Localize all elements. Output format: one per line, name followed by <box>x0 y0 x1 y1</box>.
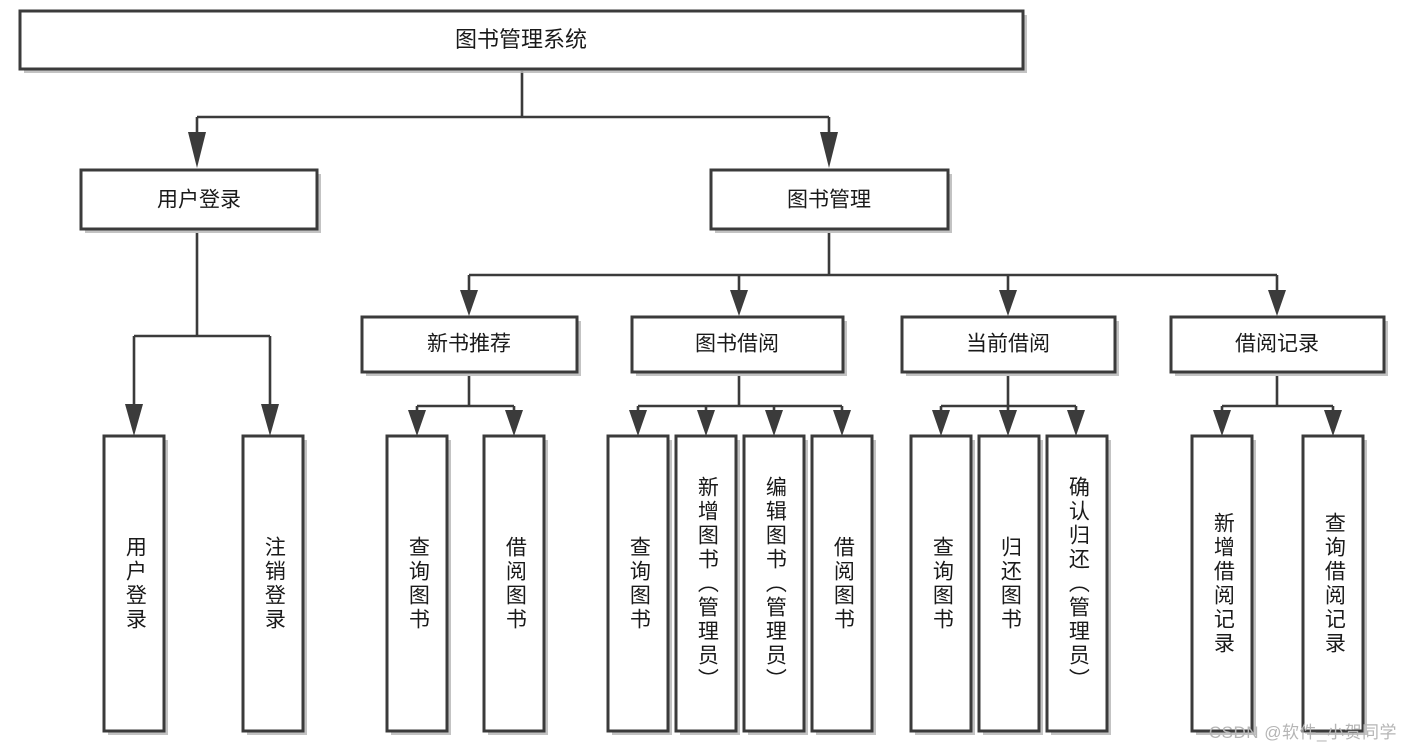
node-box-leaf-recommend-2[interactable] <box>482 434 546 733</box>
label-current-borrow: 当前借阅 <box>966 333 1050 356</box>
arrowhead-record-leaf-2 <box>1324 410 1342 436</box>
arrowhead-borrow-leaf-1 <box>629 410 647 436</box>
node-box-leaf-record-2[interactable] <box>1301 434 1365 733</box>
arrowhead-current-borrow <box>999 290 1017 316</box>
arrowhead-book-borrow <box>730 290 748 316</box>
node-box-new-book-recommend[interactable] <box>360 315 579 374</box>
node-box-leaf-current-3[interactable] <box>1045 434 1109 733</box>
node-box-leaf-borrow-4[interactable] <box>810 434 874 733</box>
node-box-leaf-record-1[interactable] <box>1190 434 1254 733</box>
arrowhead-current-leaf-1 <box>932 410 950 436</box>
watermark-text: CSDN @软件_小贺同学 <box>1208 723 1397 742</box>
node-box-leaf-user-login[interactable] <box>102 434 166 733</box>
arrowhead-borrow-leaf-4 <box>833 410 851 436</box>
node-box-user-login[interactable] <box>79 168 319 231</box>
arrowhead-leaf-logout <box>261 404 279 436</box>
node-boxes <box>18 9 1388 735</box>
label-root: 图书管理系统 <box>455 27 587 52</box>
node-box-leaf-logout[interactable] <box>241 434 305 733</box>
arrowhead-borrow-record <box>1268 290 1286 316</box>
arrowhead-new-book-recommend <box>460 290 478 316</box>
node-box-book-manage[interactable] <box>709 168 950 231</box>
label-book-manage: 图书管理 <box>787 189 871 212</box>
arrowhead-leaf-user-login <box>125 404 143 436</box>
node-box-leaf-current-2[interactable] <box>977 434 1041 733</box>
node-box-leaf-recommend-1[interactable] <box>385 434 449 733</box>
label-book-borrow: 图书借阅 <box>695 333 779 356</box>
arrowhead-current-leaf-2 <box>999 410 1017 436</box>
arrowhead-record-leaf-1 <box>1213 410 1231 436</box>
node-labels-horizontal: 图书管理系统 用户登录 图书管理 新书推荐 图书借阅 当前借阅 借阅记录 <box>157 27 1319 356</box>
node-box-leaf-borrow-3[interactable] <box>742 434 806 733</box>
label-user-login: 用户登录 <box>157 189 241 212</box>
arrowhead-recommend-leaf-1 <box>408 410 426 436</box>
arrowhead-recommend-leaf-2 <box>505 410 523 436</box>
arrowhead-borrow-leaf-3 <box>765 410 783 436</box>
node-box-leaf-current-1[interactable] <box>909 434 973 733</box>
node-box-leaf-borrow-1[interactable] <box>606 434 670 733</box>
node-box-leaf-borrow-2[interactable] <box>674 434 738 733</box>
arrowhead-user-login <box>188 132 206 168</box>
label-borrow-record: 借阅记录 <box>1235 333 1319 356</box>
node-box-borrow-record[interactable] <box>1169 315 1386 374</box>
label-new-book-recommend: 新书推荐 <box>427 333 511 356</box>
node-box-book-borrow[interactable] <box>630 315 845 374</box>
arrowhead-book-manage <box>820 132 838 168</box>
arrowhead-borrow-leaf-2 <box>697 410 715 436</box>
node-box-current-borrow[interactable] <box>900 315 1117 374</box>
arrowhead-current-leaf-3 <box>1067 410 1085 436</box>
connectors <box>125 71 1342 436</box>
node-box-root[interactable] <box>18 9 1025 71</box>
